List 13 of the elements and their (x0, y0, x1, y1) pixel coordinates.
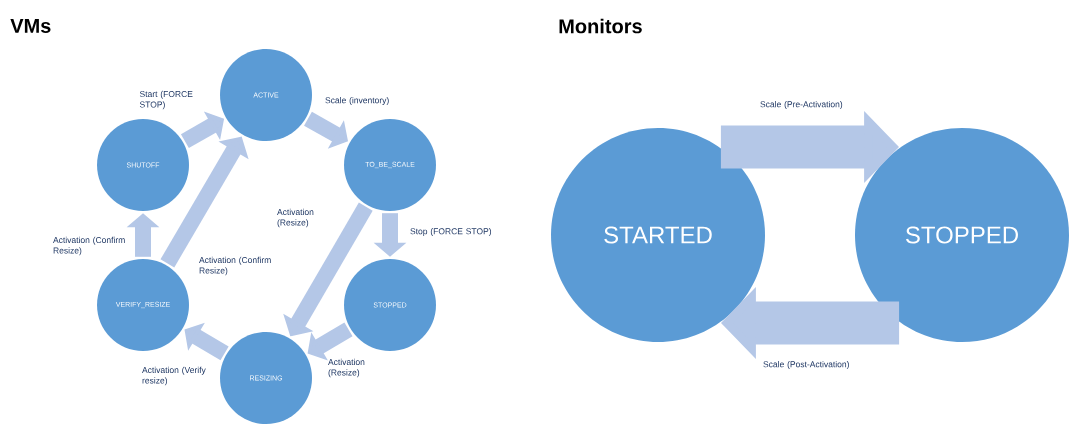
section-title: VMs (10, 19, 51, 33)
edge-label: Activation (Confirm Resize) (199, 256, 271, 276)
edge-label: Activation (Confirm Resize) (53, 236, 125, 256)
edge-label: Activation (Resize) (277, 208, 314, 228)
section-title: Monitors (559, 18, 642, 34)
block-arrow (307, 322, 353, 361)
edge-label: Stop (FORCE STOP) (410, 228, 492, 236)
edge-label: Activation (Resize) (328, 358, 365, 378)
edge-label: Scale (Post-Activation) (763, 361, 849, 369)
edge-label: Scale (inventory) (325, 97, 389, 105)
edge-label: Start (FORCE STOP) (139, 90, 193, 110)
edge-label: Activation (Verify resize) (142, 366, 206, 386)
edge-label: Scale (Pre-Activation) (760, 101, 843, 109)
